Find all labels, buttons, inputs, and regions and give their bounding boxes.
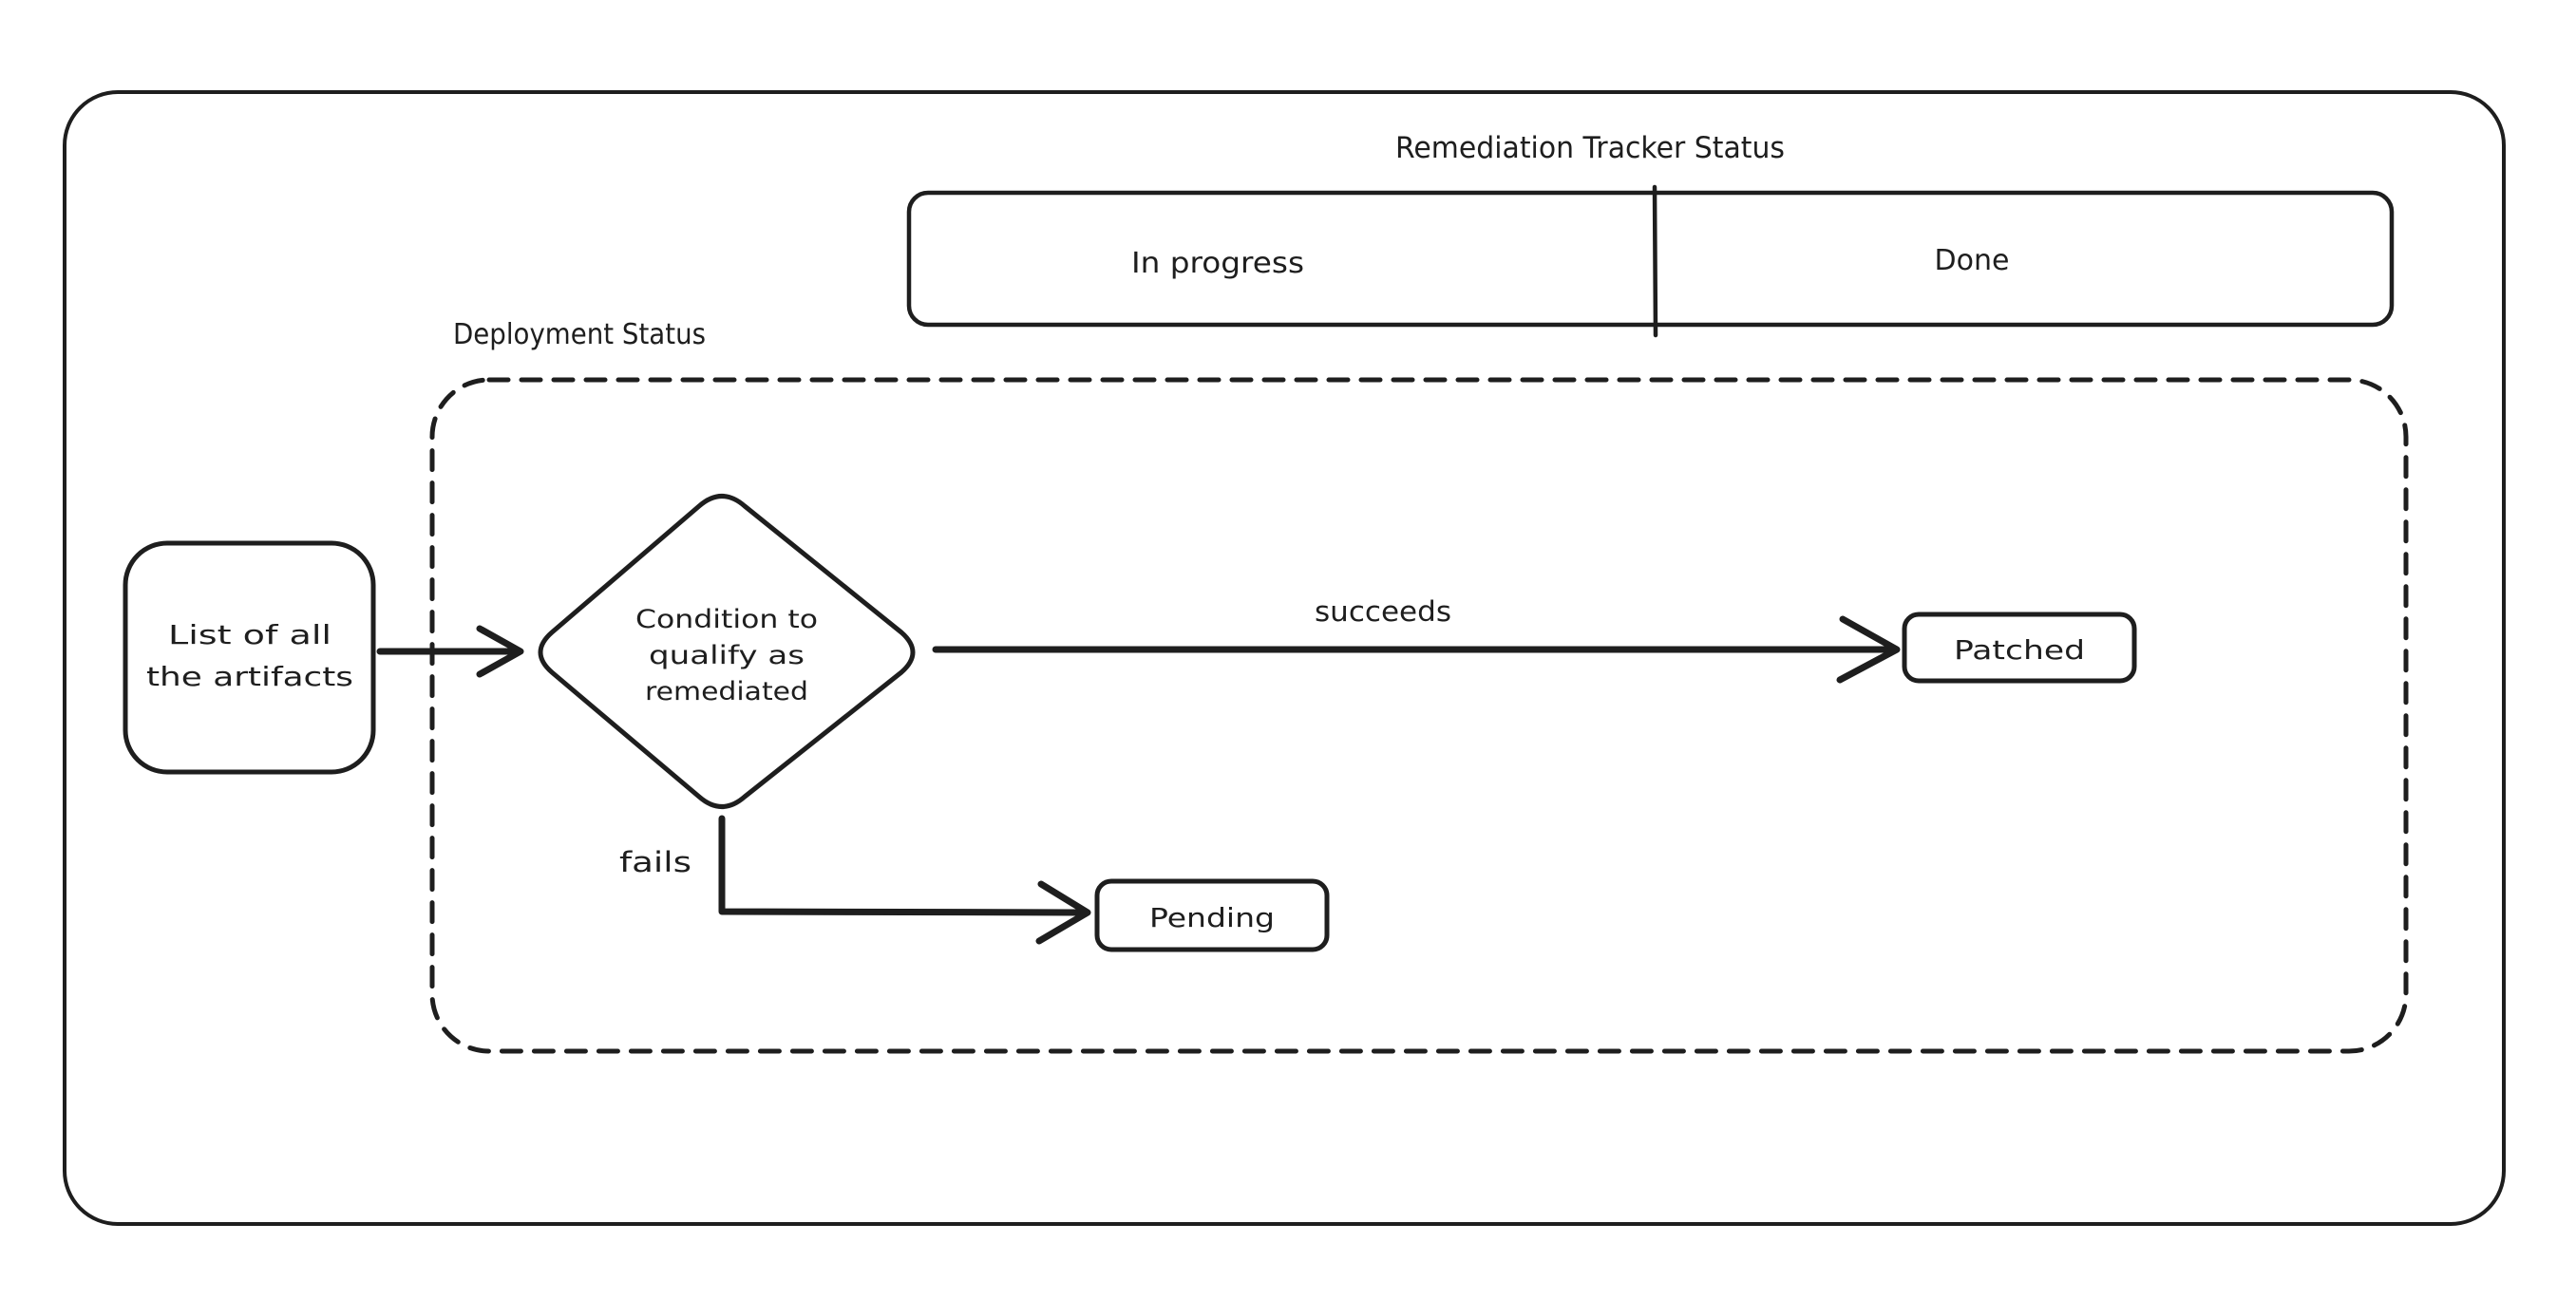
artifacts-label-line1: List of all — [168, 619, 331, 650]
tracker-cell-in-progress: In progress — [1131, 247, 1304, 280]
fails-label: fails — [619, 846, 691, 878]
fails-edge: fails — [619, 815, 1091, 945]
deployment-status-label: Deployment Status — [453, 318, 706, 351]
patched-node: Patched — [1902, 612, 2137, 684]
pending-label: Pending — [1149, 902, 1275, 933]
succeeds-label: succeeds — [1315, 595, 1451, 628]
condition-label-line2: qualify as — [649, 641, 805, 670]
outer-frame — [63, 90, 2506, 1226]
patched-label: Patched — [1954, 634, 2085, 666]
condition-diamond: Condition to qualify as remediated — [538, 494, 916, 809]
tracker-status-divider — [1652, 184, 1658, 338]
condition-label-line1: Condition to — [635, 605, 818, 634]
pending-node: Pending — [1094, 878, 1330, 952]
artifacts-label-line2: the artifacts — [146, 661, 353, 692]
artifacts-to-condition-arrow — [376, 625, 524, 678]
pending-node-shape — [1094, 878, 1330, 952]
artifacts-node: List of all the artifacts — [123, 540, 376, 775]
deployment-status-container: Deployment Status — [429, 318, 2409, 1054]
tracker-status-bar: In progress Done — [906, 184, 2395, 338]
patched-node-shape — [1902, 612, 2137, 684]
fails-arrow — [718, 815, 1091, 945]
tracker-cell-done: Done — [1935, 244, 2010, 277]
condition-diamond-shape — [538, 494, 916, 809]
condition-label-line3: remediated — [645, 677, 808, 706]
deployment-status-dashed-box — [429, 377, 2409, 1054]
artifacts-node-shape — [123, 540, 376, 775]
succeeds-edge: succeeds — [932, 595, 1901, 684]
diagram-title: Remediation Tracker Status — [1395, 131, 1785, 165]
succeeds-arrow — [932, 615, 1901, 684]
tracker-status-bar-outline — [906, 190, 2395, 328]
